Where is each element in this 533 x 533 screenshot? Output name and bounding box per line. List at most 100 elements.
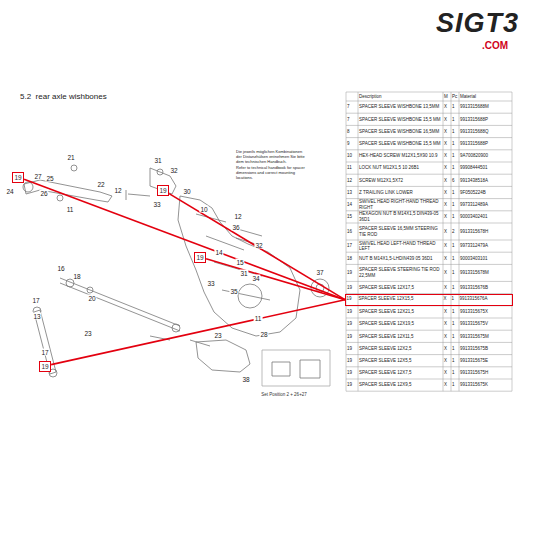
- mounting-note: Refer to technical handbook for spacer d…: [236, 166, 306, 180]
- hub-bore: [238, 284, 262, 308]
- bushing: [23, 182, 33, 192]
- table-cell: 9913315678M: [460, 270, 489, 276]
- table-header: Pc: [452, 94, 457, 100]
- callout-number: 38: [241, 376, 250, 383]
- leader-connector: [51, 300, 345, 365]
- table-cell: 9913315675V: [460, 321, 488, 327]
- table-cell: 19: [347, 321, 352, 327]
- table-cell: SPACER SLEEVE 16,5MM STEERING TIE ROD: [359, 226, 443, 237]
- table-rule: [346, 281, 512, 282]
- callout-number: 17: [40, 349, 49, 356]
- table-rule: [346, 354, 512, 355]
- table-cell: 18: [347, 256, 352, 262]
- table-cell: SPACER SLEEVE STEERING TIE ROD 22,5MM: [359, 267, 443, 278]
- table-cell: X: [444, 153, 447, 159]
- callout-number: 16: [56, 265, 65, 272]
- bolt-head: [157, 169, 163, 175]
- table-cell: 19: [347, 370, 352, 376]
- callout-number: 31: [153, 157, 162, 164]
- table-cell: X: [444, 202, 447, 208]
- table-cell: X: [444, 296, 447, 302]
- table-cell: X: [444, 104, 447, 110]
- callout-number: 26: [39, 190, 48, 197]
- table-cell: 15: [347, 214, 352, 220]
- callout-number: 34: [251, 275, 260, 282]
- callout-number: 23: [83, 330, 92, 337]
- table-cell: LOCK NUT M12X1,5 10 26B1: [359, 165, 443, 171]
- section-title: 5.2 rear axle wishbones: [20, 92, 107, 101]
- table-cell: 8: [347, 129, 350, 135]
- table-cell: 9913315675M: [460, 334, 489, 340]
- leader-connector: [169, 194, 345, 300]
- table-cell: 1: [452, 358, 455, 364]
- table-cell: X: [444, 214, 447, 220]
- table-cell: 19: [347, 270, 352, 276]
- callout-number: 21: [66, 154, 75, 161]
- swivel-head: [66, 279, 74, 287]
- table-cell: 16: [347, 229, 352, 235]
- table-rule: [512, 92, 513, 391]
- table-cell: 6: [452, 178, 455, 184]
- tie-rod: [60, 278, 180, 331]
- table-cell: 1: [452, 321, 455, 327]
- table-rule: [346, 264, 512, 265]
- callout-number: 12: [113, 187, 122, 194]
- table-cell: Z TRAILING LINK LOWER: [359, 190, 443, 196]
- table-cell: 19: [347, 296, 352, 302]
- callout-number: 32: [169, 167, 178, 174]
- callout-box: 19: [39, 361, 51, 372]
- table-cell: SWIVEL HEAD RIGHT-HAND THREAD RIGHT: [359, 199, 443, 210]
- table-cell: SPACER SLEEVE 12X21,5: [359, 309, 443, 315]
- callout-number: 23: [213, 332, 222, 339]
- table-rule: [451, 92, 452, 391]
- table-cell: 19: [347, 382, 352, 388]
- upright: [178, 196, 300, 336]
- callout-number: 17: [31, 297, 40, 304]
- callout-number: 19: [14, 174, 21, 181]
- table-rule: [346, 125, 512, 126]
- table-cell: 1: [452, 285, 455, 291]
- lower-wishbone: [196, 340, 250, 372]
- table-cell: X: [444, 243, 447, 249]
- table-rule: [346, 391, 512, 392]
- table-cell: X: [444, 382, 447, 388]
- table-cell: 10: [347, 153, 352, 159]
- callout-number: 24: [5, 188, 14, 195]
- table-cell: 19: [347, 334, 352, 340]
- table-cell: X: [444, 321, 447, 327]
- highlighted-row: 19SPACER SLEEVE 12X15,5X19913315676A: [345, 294, 513, 306]
- nut: [87, 287, 93, 293]
- table-cell: 9913315675H: [460, 370, 488, 376]
- table-cell: HEXAGON NUT B M14X1,5 DIN439-05 36D1: [359, 211, 443, 222]
- table-cell: X: [444, 309, 447, 315]
- table-rule: [346, 330, 512, 331]
- table-cell: X: [444, 346, 447, 352]
- callout-number: 11: [66, 206, 75, 213]
- table-rule: [459, 92, 460, 391]
- callout-number: 27: [33, 173, 42, 180]
- table-rule: [358, 92, 359, 391]
- table-header: M: [444, 94, 448, 100]
- table-cell: 90003402401: [460, 214, 488, 220]
- table-rule: [346, 252, 512, 253]
- callout-number: 28: [259, 331, 268, 338]
- table-cell: X: [444, 178, 447, 184]
- table-rule: [346, 318, 512, 319]
- table-cell: 9913315676B: [460, 285, 488, 291]
- callout-number: 15: [235, 259, 244, 266]
- table-cell: 9913315688Q: [460, 129, 489, 135]
- table-cell: 12: [347, 178, 352, 184]
- table-cell: 9913315675K: [460, 382, 488, 388]
- callout-box: 19: [157, 185, 169, 196]
- table-cell: 1: [452, 309, 455, 315]
- table-rule: [346, 198, 512, 199]
- table-cell: 99908444501: [460, 165, 488, 171]
- table-rule: [346, 379, 512, 380]
- table-cell: 13: [347, 190, 352, 196]
- table-cell: 1: [452, 382, 455, 388]
- table-cell: 1: [452, 370, 455, 376]
- table-rule: [346, 137, 512, 138]
- mounting-note: Die jeweils möglichen Kombinationen der …: [236, 150, 306, 164]
